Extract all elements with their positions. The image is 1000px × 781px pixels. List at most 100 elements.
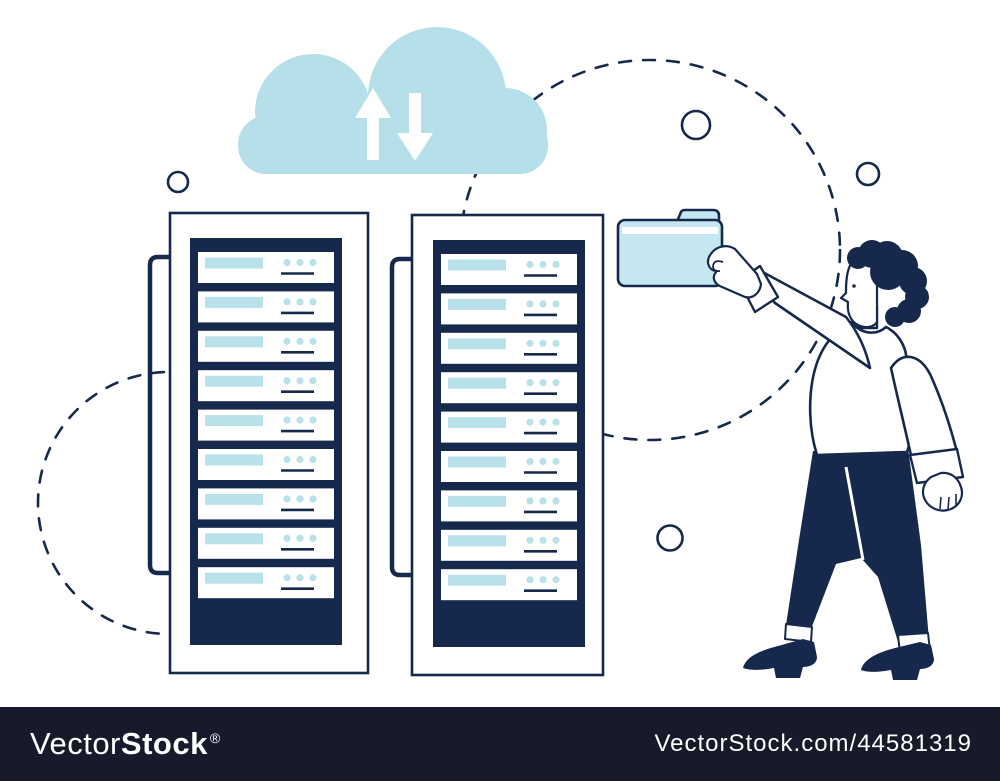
drive-bar [448, 298, 506, 310]
brand-logo-bold: Stock [120, 726, 208, 761]
led-dot [283, 298, 291, 306]
led-dot [309, 258, 317, 267]
drive-bar [205, 336, 263, 348]
rack-units [198, 252, 334, 599]
led-dot [552, 457, 560, 466]
drive-bar [448, 417, 506, 429]
server-unit [441, 254, 577, 285]
server-unit [198, 488, 334, 520]
led-dot [552, 418, 560, 426]
led-dot [283, 416, 291, 424]
person-ankle-front [784, 623, 813, 643]
led-dot [526, 339, 534, 347]
led-dot [552, 536, 560, 544]
server-unit [441, 411, 577, 443]
server-unit [441, 529, 577, 561]
led-dot [539, 457, 547, 466]
led-dot [296, 534, 304, 542]
drive-bar [448, 574, 506, 586]
rack-units [441, 254, 577, 601]
led-dot [539, 576, 547, 584]
led-dot [296, 258, 304, 267]
led-dot [309, 574, 317, 582]
led-dot [283, 574, 291, 582]
led-dot [296, 337, 304, 345]
drive-bar [448, 259, 506, 271]
drive-bar [205, 533, 263, 545]
server-rack-left [168, 211, 370, 675]
drive-bar [205, 257, 263, 269]
server-unit [198, 330, 334, 362]
server-rack-right [410, 213, 605, 677]
hand-finger-lines [939, 494, 957, 511]
registered-mark: ® [209, 729, 221, 746]
led-dot [539, 536, 547, 544]
led-dot [309, 495, 317, 503]
led-dot [526, 379, 534, 387]
watermark-url: VectorStock.com/44581319 [654, 730, 972, 757]
woman-figure [706, 240, 965, 680]
person-hair [847, 240, 929, 327]
led-dot [309, 534, 317, 542]
server-unit [198, 409, 334, 441]
rack-left-bracket [147, 254, 170, 576]
led-dot [526, 300, 534, 308]
led-dot [309, 377, 317, 385]
hand-grip-curl [712, 260, 724, 273]
drive-bar [205, 454, 263, 466]
drive-bar [205, 572, 263, 584]
led-dot [526, 260, 534, 269]
server-unit [441, 293, 577, 325]
server-unit [198, 291, 334, 323]
led-dot [539, 260, 547, 269]
led-dot [309, 298, 317, 306]
decor-circle-3 [855, 161, 881, 187]
decor-circle-1 [166, 170, 190, 194]
brand-logo-light: Vector [30, 726, 121, 761]
drive-bar [205, 415, 263, 427]
led-dot [283, 455, 291, 464]
server-unit [441, 451, 577, 482]
led-dot [296, 416, 304, 424]
led-dot [309, 416, 317, 424]
brand-logo: VectorStock® [30, 726, 221, 762]
decor-circle-4 [656, 524, 684, 552]
person-eye [852, 284, 856, 288]
folder-label-stripe [622, 227, 718, 234]
rack-right-bracket [389, 256, 412, 578]
led-dot [552, 497, 560, 505]
decor-circle-2 [680, 109, 712, 141]
drive-bar [448, 377, 506, 389]
led-dot [296, 377, 304, 385]
led-dot [539, 497, 547, 505]
drive-bar [448, 535, 506, 547]
person-shoe-back [861, 642, 934, 680]
upload-arrow-icon [355, 88, 391, 160]
led-dot [296, 455, 304, 464]
led-dot [283, 258, 291, 267]
server-unit [198, 370, 334, 402]
download-arrow-icon [397, 93, 433, 161]
server-unit [198, 567, 334, 599]
led-dot [552, 576, 560, 584]
drive-bar [205, 493, 263, 505]
drive-bar [448, 495, 506, 507]
server-unit [198, 252, 334, 283]
led-dot [309, 337, 317, 345]
led-dot [283, 495, 291, 503]
folder-icon [616, 208, 724, 288]
server-unit [198, 449, 334, 480]
server-unit [441, 569, 577, 601]
drive-bar [205, 375, 263, 387]
led-dot [552, 379, 560, 387]
person-pants [786, 448, 929, 645]
led-dot [296, 495, 304, 503]
server-unit [441, 372, 577, 404]
led-dot [552, 260, 560, 269]
dashed-circle-large [458, 58, 842, 442]
watermark-bar: VectorStock® VectorStock.com/44581319 [0, 707, 1000, 781]
led-dot [283, 337, 291, 345]
person-arm-down [889, 355, 959, 462]
server-unit [441, 490, 577, 522]
